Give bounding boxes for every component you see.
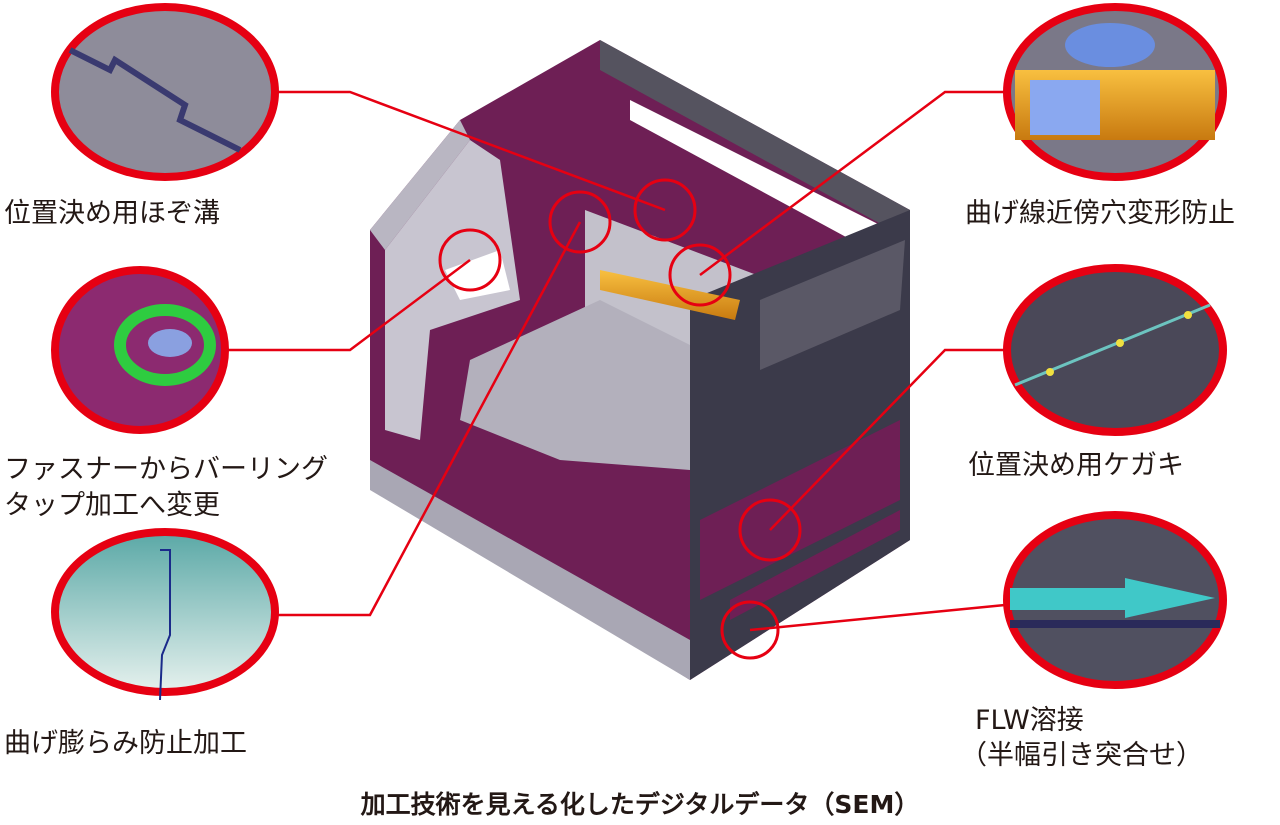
label-hole-deform: 曲げ線近傍穴変形防止 (965, 198, 1235, 229)
label-flw-line1: FLW溶接 (975, 705, 1084, 736)
callout-marking-image (1003, 264, 1227, 436)
callout-burring-image (51, 266, 229, 434)
callout-tenon-groove-image (51, 3, 279, 181)
callout-flw-weld-image (1003, 511, 1227, 689)
label-burring-line1: ファスナーからバーリング (4, 454, 328, 485)
figure-caption: 加工技術を見える化したデジタルデータ（SEM） (360, 790, 920, 819)
callout-hole-deform-image (1003, 3, 1227, 181)
leader-lines (215, 90, 1006, 632)
enclosure-model (370, 40, 910, 680)
label-burring-line2: タップ加工へ変更 (4, 490, 220, 521)
label-bend-bulge: 曲げ膨らみ防止加工 (4, 728, 247, 759)
label-flw-line2: （半幅引き突合せ） (960, 740, 1203, 771)
model-markers (438, 178, 802, 660)
label-tenon-groove: 位置決め用ほぞ溝 (4, 198, 220, 229)
callout-bend-bulge-image (51, 528, 279, 701)
label-marking: 位置決め用ケガキ (968, 450, 1184, 481)
